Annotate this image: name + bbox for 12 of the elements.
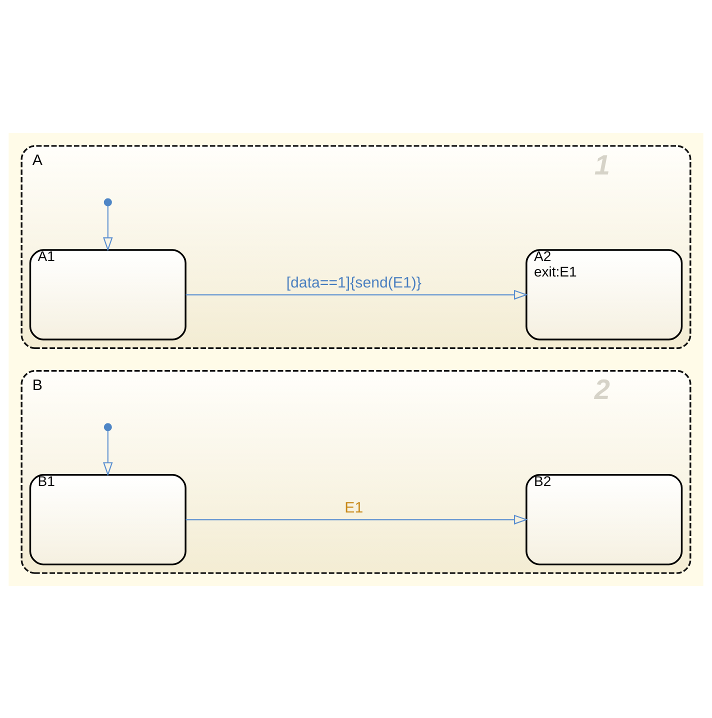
node-box: B1 <box>29 474 186 565</box>
arrow <box>186 514 528 524</box>
node-box: B2 <box>526 474 683 565</box>
node-box: A2 exit:E1 <box>526 248 683 340</box>
node-box: A1 <box>29 248 186 340</box>
edge-label: E1 <box>344 498 364 516</box>
arrow <box>186 289 528 300</box>
node-circle <box>104 422 112 431</box>
arrow <box>102 430 113 476</box>
edge-label: [data==1]{send(E1)} <box>286 274 422 291</box>
arrow <box>102 205 113 251</box>
node-circle <box>104 198 112 206</box>
